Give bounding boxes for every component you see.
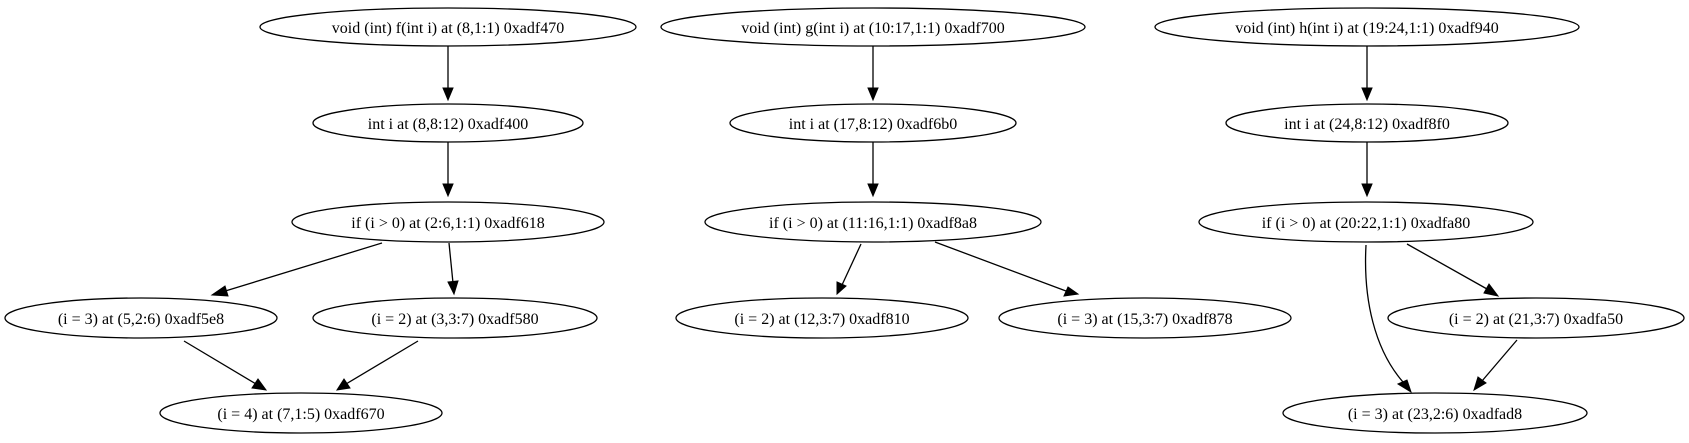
edge-h_a1-h_a2 [1473,339,1518,392]
edge-g_if-g_a2 [934,241,1080,297]
node-label: (i = 4) at (7,1:5) 0xadf670 [217,406,384,423]
node-f-assign-2: (i = 2) at (3,3:7) 0xadf580 [312,297,598,339]
node-g-assign-1: (i = 2) at (12,3:7) 0xadf810 [675,297,969,339]
node-f-param: int i at (8,8:12) 0xadf400 [312,103,584,143]
node-label: (i = 3) at (15,3:7) 0xadf878 [1057,311,1232,328]
node-g-if: if (i > 0) at (11:16,1:1) 0xadf8a8 [704,201,1042,243]
node-label: int i at (8,8:12) 0xadf400 [368,116,528,133]
edge-g_param-g_if [867,142,879,198]
node-f-if: if (i > 0) at (2:6,1:1) 0xadf618 [291,201,605,243]
node-h-param: int i at (24,8:12) 0xadf8f0 [1225,103,1509,143]
edge-f_param-f_if [442,142,454,198]
nodes-layer: void (int) f(int i) at (8,1:1) 0xadf470 … [4,7,1685,434]
node-f-function: void (int) f(int i) at (8,1:1) 0xadf470 [259,7,637,47]
edge-f_func-f_param [442,46,454,102]
node-label: if (i > 0) at (20:22,1:1) 0xadfa80 [1262,215,1471,232]
node-label: (i = 2) at (21,3:7) 0xadfa50 [1449,311,1623,328]
edge-h_if-h_a2 [1364,244,1412,394]
edge-h_func-h_param [1361,46,1373,102]
node-label: (i = 2) at (12,3:7) 0xadf810 [734,311,909,328]
node-h-function: void (int) h(int i) at (19:24,1:1) 0xadf… [1154,7,1580,47]
node-label: (i = 3) at (23,2:6) 0xadfad8 [1348,406,1522,423]
node-label: void (int) f(int i) at (8,1:1) 0xadf470 [332,20,564,37]
node-label: void (int) g(int i) at (10:17,1:1) 0xadf… [741,20,1005,37]
node-g-function: void (int) g(int i) at (10:17,1:1) 0xadf… [660,7,1086,47]
node-label: (i = 3) at (5,2:6) 0xadf5e8 [58,311,224,328]
node-label: void (int) h(int i) at (19:24,1:1) 0xadf… [1235,20,1499,37]
node-f-assign-1: (i = 3) at (5,2:6) 0xadf5e8 [4,297,278,339]
node-label: if (i > 0) at (11:16,1:1) 0xadf8a8 [769,215,977,232]
node-label: if (i > 0) at (2:6,1:1) 0xadf618 [351,215,544,232]
edge-g_if-g_a1 [836,243,862,296]
edge-f_if-f_a1 [210,242,383,297]
node-label: (i = 2) at (3,3:7) 0xadf580 [371,311,538,328]
node-h-assign-1: (i = 2) at (21,3:7) 0xadfa50 [1387,297,1685,339]
node-g-assign-2: (i = 3) at (15,3:7) 0xadf878 [998,297,1292,339]
node-g-param: int i at (17,8:12) 0xadf6b0 [729,103,1017,143]
node-h-assign-2: (i = 3) at (23,2:6) 0xadfad8 [1282,392,1588,434]
edge-f_if-f_a2 [447,242,459,296]
node-label: int i at (24,8:12) 0xadf8f0 [1284,116,1450,133]
edge-h_if-h_a1 [1406,243,1500,297]
edges-layer [183,46,1518,394]
node-label: int i at (17,8:12) 0xadf6b0 [789,116,957,133]
edge-f_a2-f_a3 [335,340,419,391]
node-h-if: if (i > 0) at (20:22,1:1) 0xadfa80 [1198,201,1534,243]
node-f-assign-3: (i = 4) at (7,1:5) 0xadf670 [159,392,443,434]
edge-f_a1-f_a3 [183,340,268,391]
edge-g_func-g_param [867,46,879,102]
edge-h_param-h_if [1361,142,1373,198]
